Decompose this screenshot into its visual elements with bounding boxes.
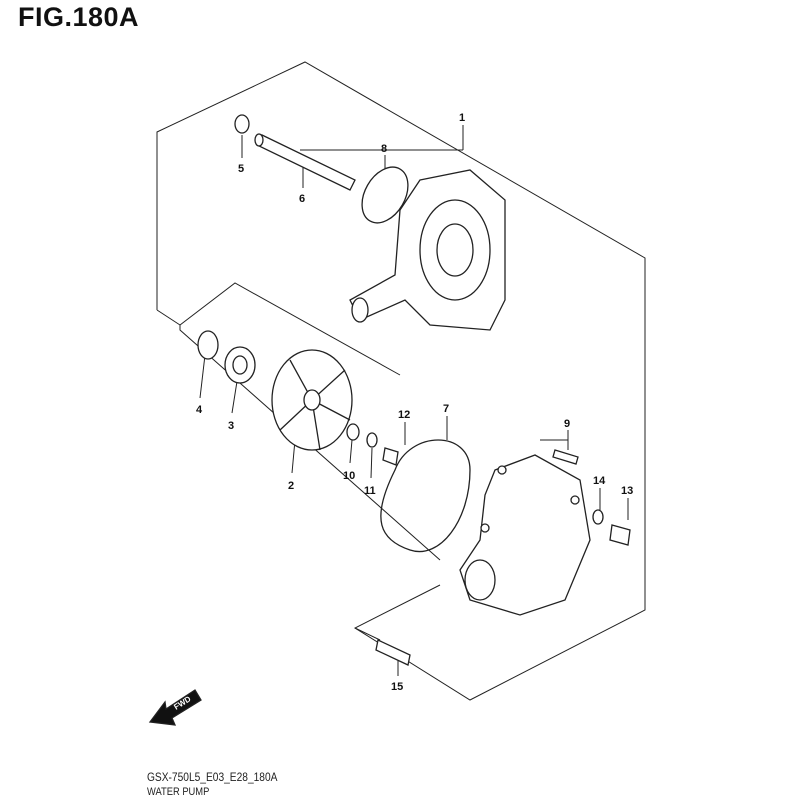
part-5-washer (234, 114, 250, 134)
part-3-mechanical-seal (224, 346, 256, 384)
impeller-group-outline (179, 282, 401, 376)
diagram-code: GSX-750L5_E03_E28_180A (147, 770, 278, 784)
part-7-o-ring (380, 439, 471, 553)
fwd-arrow-icon (148, 689, 202, 726)
part-label-9[interactable]: 9 (564, 418, 570, 430)
part-15-bolt (375, 639, 411, 666)
part-label-1[interactable]: 1 (459, 112, 465, 124)
figure-title: FIG.180A (18, 2, 140, 32)
part-label-7[interactable]: 7 (443, 403, 449, 415)
part-label-4[interactable]: 4 (196, 404, 203, 416)
part-label-5[interactable]: 5 (238, 163, 244, 175)
part-12-bolt (382, 447, 399, 466)
part-label-13[interactable]: 13 (621, 485, 633, 497)
part-label-14[interactable]: 14 (593, 475, 606, 487)
part-8-o-ring (361, 166, 409, 224)
part-label-11[interactable]: 11 (364, 485, 376, 497)
part-label-2[interactable]: 2 (288, 480, 294, 492)
part-label-8[interactable]: 8 (381, 143, 387, 155)
part-label-3[interactable]: 3 (228, 420, 234, 432)
part-label-12[interactable]: 12 (398, 409, 410, 421)
part-1-pump-body (349, 169, 506, 331)
part-label-10[interactable]: 10 (343, 470, 355, 482)
part-2-impeller (271, 349, 353, 451)
part-6-shaft (254, 133, 356, 191)
section-name: WATER PUMP (147, 786, 210, 798)
part-13-bolt (609, 524, 631, 546)
part-label-15[interactable]: 15 (391, 681, 403, 693)
part-14-washer (592, 509, 604, 525)
part-label-6[interactable]: 6 (299, 193, 305, 205)
part-10-washer (346, 423, 360, 441)
assembly-outline (156, 61, 646, 701)
part-11-washer (366, 432, 378, 448)
part-4-oil-seal (197, 330, 219, 360)
pump-cover (459, 454, 591, 616)
part-9-bolt (552, 449, 579, 465)
